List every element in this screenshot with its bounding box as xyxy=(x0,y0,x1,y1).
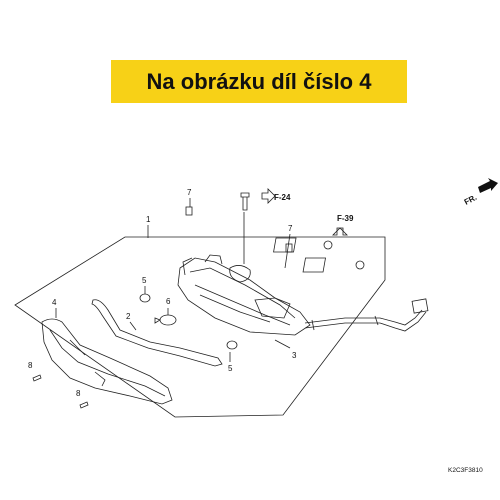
callout-8b: 8 xyxy=(76,389,81,398)
title-banner: Na obrázku díl číslo 4 xyxy=(111,60,407,103)
front-direction-arrow xyxy=(478,178,498,193)
callout-3: 3 xyxy=(292,351,297,360)
callout-7b: 7 xyxy=(288,224,293,233)
callout-7a: 7 xyxy=(187,188,192,197)
clip-7a xyxy=(185,206,193,216)
direction-label: FR. xyxy=(463,193,479,207)
bolt-8a xyxy=(32,374,42,382)
callout-1: 1 xyxy=(146,215,151,224)
callout-2: 2 xyxy=(126,312,131,321)
callout-4: 4 xyxy=(52,298,57,307)
trim-strip xyxy=(91,299,223,367)
assembly-frame xyxy=(14,236,386,418)
ref-arrow-f39 xyxy=(332,227,348,236)
callout-8a: 8 xyxy=(28,361,33,370)
side-cover-part-4 xyxy=(41,318,173,405)
headlight-housing xyxy=(177,254,311,336)
bulb-6 xyxy=(154,314,177,326)
ref-arrow-f24 xyxy=(261,188,276,204)
banner-text: Na obrázku díl číslo 4 xyxy=(146,68,372,94)
wiring-harness xyxy=(304,298,429,332)
grommets-f39 xyxy=(273,237,365,273)
callout-5a: 5 xyxy=(142,276,147,285)
callout-6: 6 xyxy=(166,297,171,306)
bulb-5b xyxy=(226,340,238,350)
callout-5b: 5 xyxy=(228,364,233,373)
ref-f39: F-39 xyxy=(337,214,354,223)
bulb-5a xyxy=(139,293,151,303)
clip-7b xyxy=(285,243,293,253)
ref-f24: F-24 xyxy=(274,193,291,202)
diagram-code: K2C3F3810 xyxy=(448,467,483,474)
screw-f24 xyxy=(240,192,250,211)
bolt-8b xyxy=(79,401,89,409)
